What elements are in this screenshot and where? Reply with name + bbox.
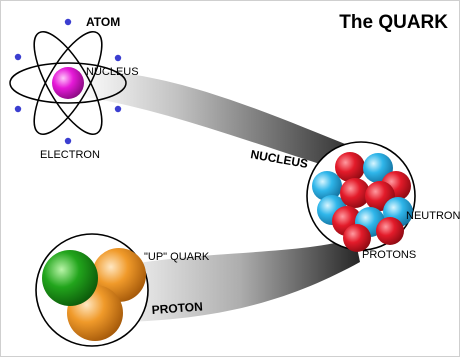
atom-nucleus-icon xyxy=(52,67,84,99)
label-neutron: NEUTRON xyxy=(406,210,460,222)
electron-icon xyxy=(65,138,71,144)
electron-icon xyxy=(115,55,121,61)
proton-sphere xyxy=(376,217,404,245)
zoom-beam-nucleus xyxy=(78,70,360,175)
diagram-title: The QUARK xyxy=(339,12,448,33)
label-up-quark: "UP" QUARK xyxy=(144,251,210,263)
electron-icon xyxy=(65,19,71,25)
proton-sphere xyxy=(335,152,365,182)
label-atom: ATOM xyxy=(86,15,120,29)
electron-icon xyxy=(115,106,121,112)
label-nucleus-small: NUCLEUS xyxy=(86,66,139,78)
proton-sphere xyxy=(343,224,371,252)
electron-icon xyxy=(15,54,21,60)
label-protons: PROTONS xyxy=(362,249,416,261)
electron-icon xyxy=(15,106,21,112)
label-electron: ELECTRON xyxy=(40,149,100,161)
nucleus-cluster xyxy=(307,142,415,252)
quark-sphere xyxy=(42,250,98,306)
proton-cluster xyxy=(36,234,148,346)
